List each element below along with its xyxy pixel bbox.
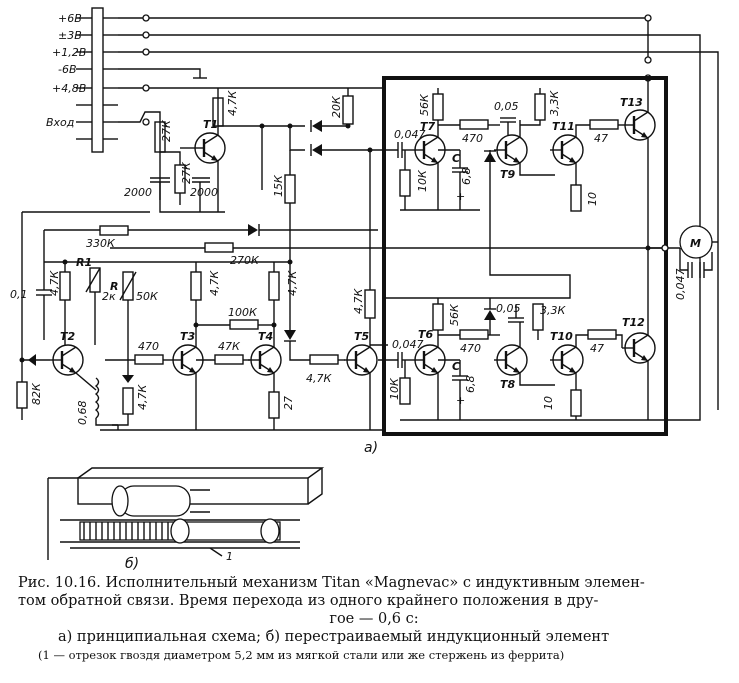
transistor-t10-label: T10 (550, 330, 573, 343)
figure-caption: Рис. 10.16. Исполнительный механизм Tita… (18, 574, 730, 664)
pin-label-plus1-2v: +1,2В (52, 46, 86, 59)
r1-value-label: 2к (102, 290, 116, 303)
caption-line-1: Рис. 10.16. Исполнительный механизм Tita… (18, 575, 645, 591)
capacitor-2000-label-b: 2000 (190, 186, 218, 199)
t2-stage: 4,7К R1 2к T2 82К 0,68 (16, 256, 118, 426)
resistor-100k-label: 100К (228, 306, 258, 319)
transistor-t13-label: T13 (620, 96, 643, 109)
resistor-4-7k-t1-label: 4,7К (226, 90, 239, 116)
connector-pin-labels: +6В ±3В +1,2В -6В +4,8В Вход (46, 12, 86, 129)
induction-element-sketch: 1 б) (47, 467, 325, 572)
capacitor-0-047-t6-label: 0,047 (392, 338, 424, 351)
transistor-t8-label: T8 (500, 378, 516, 391)
capacitor-2000-label-a: 2000 (124, 186, 152, 199)
resistor-4-7k-t4-label: 4,7К (286, 270, 299, 296)
resistor-10-t10-label: 10 (542, 396, 555, 410)
capacitor-c-t7-label: С (452, 152, 460, 165)
resistor-10k-t6-label: 10К (388, 377, 401, 400)
t4-stage: 47К T4 100К 4,7К 27 (100, 262, 384, 431)
transistor-t5-label: T5 (354, 330, 370, 343)
r-label: R (110, 280, 118, 293)
input-connector: +6В ±3В +1,2В -6В +4,8В Вход (46, 7, 118, 153)
r1-label: R1 (76, 256, 92, 269)
pin-label-input: Вход (46, 116, 74, 129)
part-1-label: 1 (226, 550, 233, 563)
output-stage-box (382, 76, 668, 436)
feedback-wiring: 330К 270К 0,1 (10, 211, 665, 365)
resistor-20k-label: 20К (330, 95, 343, 118)
resistor-47-t11-label: 47 (594, 132, 608, 145)
capacitor-0-047-motor-label: 0,047 (674, 269, 687, 301)
resistor-470-t7-label: 470 (462, 132, 483, 145)
resistor-27k-label-b: 27К (180, 161, 193, 184)
lower-output-channel: 0,047 T6 10К 56К 470 С 6,8 + 0,05 T8 3,3… (378, 248, 657, 421)
transistor-t6-label: T6 (418, 328, 434, 341)
resistor-4-7k-t3-label: 4,7К (208, 270, 221, 296)
circuit-schematic: +6В ±3В +1,2В -6В +4,8В Вход 27К 27К 200… (10, 7, 719, 572)
capacitor-6-8-t7-label: 6,8 (460, 168, 473, 186)
transistor-t11-label: T11 (552, 120, 575, 133)
t1-output-network: 20К 15К (259, 88, 378, 235)
caption-line-2: том обратной связи. Время перехода из од… (18, 593, 599, 609)
pin-label-plus6v: +6В (58, 12, 82, 25)
resistor-56k-t6-label: 56К (448, 303, 461, 326)
capacitor-6-8-t6-label: 6,8 (464, 376, 477, 394)
resistor-10-t11-label: 10 (586, 192, 599, 206)
pin-label-pm3v: ±3В (58, 29, 82, 42)
resistor-470-t6-label: 470 (460, 342, 481, 355)
transistor-t2-label: T2 (60, 330, 76, 343)
transistor-t7-label: T7 (420, 120, 436, 133)
resistor-3-3k-t9-label: 3,3К (548, 90, 561, 116)
resistor-82k-label: 82К (30, 382, 43, 405)
resistor-50k-label: 50К (136, 290, 159, 303)
resistor-330k-label: 330К (86, 237, 116, 250)
resistor-4-7k-t2-label: 4,7К (48, 270, 61, 296)
resistor-27k-label-a: 27К (160, 119, 173, 142)
capacitor-0-05-t10-label: 0,05 (496, 302, 521, 315)
resistor-15k-label: 15К (272, 174, 285, 197)
capacitor-c-t6-label: С (452, 360, 460, 373)
resistor-270k-label: 270К (230, 254, 260, 267)
pin-label-plus4-8v: +4,8В (52, 82, 86, 95)
caption-line-3: гое — 0,6 с: (329, 611, 419, 627)
t5-stage: 4,7К T5 4,7К (284, 147, 388, 430)
capacitor-0-05-t9-label: 0,05 (494, 100, 519, 113)
upper-output-channel: 0,047 T7 10К 56К 470 С 6,8 + 0,05 T9 3,3… (378, 78, 657, 248)
t1-stage: 27К 27К 2000 2000 T1 4,7К (124, 88, 263, 213)
capacitor-0-047-t7-label: 0,047 (394, 128, 426, 141)
inductor-0-68-label: 0,68 (76, 401, 89, 426)
caption-line-5: (1 — отрезок гвоздя диаметром 5,2 мм из … (38, 648, 565, 662)
resistor-27-t4-label: 27 (282, 396, 295, 410)
t3-stage: R 50К 4,7К 470 T3 4,7К (105, 261, 290, 430)
sublabel-a: а) (364, 440, 378, 456)
transistor-t3-label: T3 (180, 330, 196, 343)
resistor-4-7k-t5b-label: 4,7К (306, 372, 332, 385)
resistor-3-3k-t10-label: 3,3К (540, 304, 566, 317)
capacitor-0-1-label: 0,1 (10, 288, 28, 301)
resistor-56k-t7-label: 56К (418, 93, 431, 116)
resistor-47-t12-label: 47 (590, 342, 604, 355)
resistor-470-t3-label: 470 (138, 340, 159, 353)
resistor-4-7k-t5c-label: 4,7К (352, 288, 365, 314)
transistor-t1-label: T1 (203, 118, 218, 131)
caption-line-4: а) принципиальная схема; б) перестраивае… (58, 629, 610, 645)
resistor-10k-t7-label: 10К (416, 169, 429, 192)
motor-label: М (690, 237, 701, 250)
pin-label-minus6v: -6В (58, 63, 77, 76)
resistor-47k-t4-label: 47К (218, 340, 241, 353)
transistor-t9-label: T9 (500, 168, 516, 181)
resistor-4-7k-rb-label: 4,7К (136, 384, 149, 410)
transistor-t12-label: T12 (622, 316, 645, 329)
sublabel-b: б) (125, 556, 139, 572)
transistor-t4-label: T4 (258, 330, 273, 343)
motor: М 0,047 (645, 225, 718, 301)
